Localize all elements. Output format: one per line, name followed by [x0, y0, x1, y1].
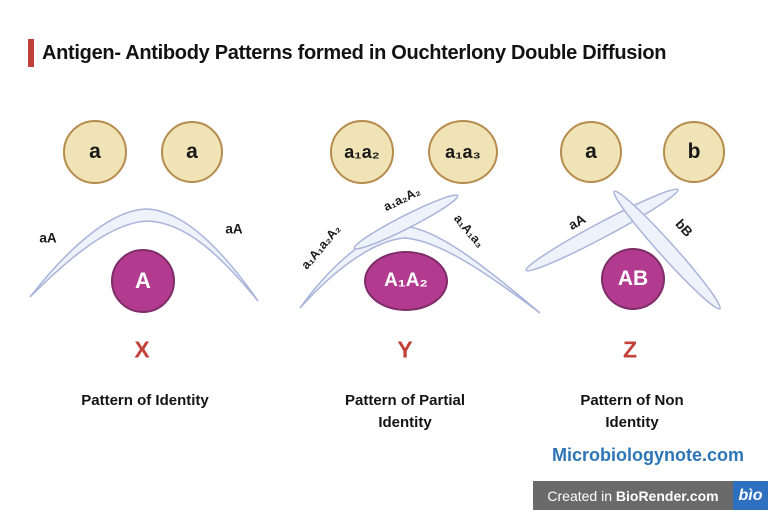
website-link[interactable]: Microbiologynote.com [551, 445, 744, 465]
well-label: A [135, 268, 151, 293]
biorender-logo-icon: bìo [733, 481, 768, 510]
well-antigen-z-left: a [560, 121, 622, 183]
well-label: A₁A₂ [384, 270, 428, 291]
well-antibody-z: AB [601, 248, 665, 310]
pattern-caption-y: Pattern of Partial Identity [344, 392, 466, 431]
badge-brand: BioRender.com [615, 487, 719, 504]
arc-label-x-right: aA [225, 221, 243, 237]
page-title-bar: Antigen- Antibody Patterns formed in Ouc… [28, 39, 667, 67]
well-antibody-x: A [111, 249, 175, 313]
biorender-badge-text: Created in BioRender.com [533, 481, 733, 510]
well-label: AB [617, 267, 649, 290]
well-label: b [687, 140, 701, 163]
precipitin-arc-identity [29, 208, 259, 302]
precipitin-spur [353, 194, 459, 250]
well-label: a₁a₃ [445, 141, 481, 162]
pattern-letter-z: Z [622, 336, 638, 363]
badge-prefix: Created in [547, 487, 616, 504]
well-label: a [89, 140, 101, 163]
title-accent-bar [28, 39, 34, 67]
precipitin-line-bB [613, 190, 721, 310]
well-antigen-y-right: a₁a₃ [428, 120, 498, 184]
precipitin-line-aA [525, 188, 679, 272]
well-antigen-x-left: a [63, 120, 127, 184]
well-label: a [186, 140, 198, 163]
well-antigen-z-right: b [663, 121, 725, 183]
well-label: a₁a₂ [344, 141, 380, 162]
well-antigen-x-right: a [161, 121, 223, 183]
well-label: a [585, 140, 597, 163]
well-antigen-y-left: a₁a₂ [330, 120, 394, 184]
biorender-badge[interactable]: Created in BioRender.com bìo [533, 481, 768, 510]
well-antibody-y: A₁A₂ [364, 251, 448, 311]
pattern-caption-x: Pattern of Identity [81, 392, 209, 409]
pattern-letter-y: Y [397, 336, 413, 363]
arc-label-x-left: aA [39, 230, 57, 246]
pattern-letter-x: X [134, 336, 150, 363]
page-title: Antigen- Antibody Patterns formed in Ouc… [42, 41, 667, 64]
pattern-caption-z: Pattern of Non Identity [580, 392, 684, 431]
